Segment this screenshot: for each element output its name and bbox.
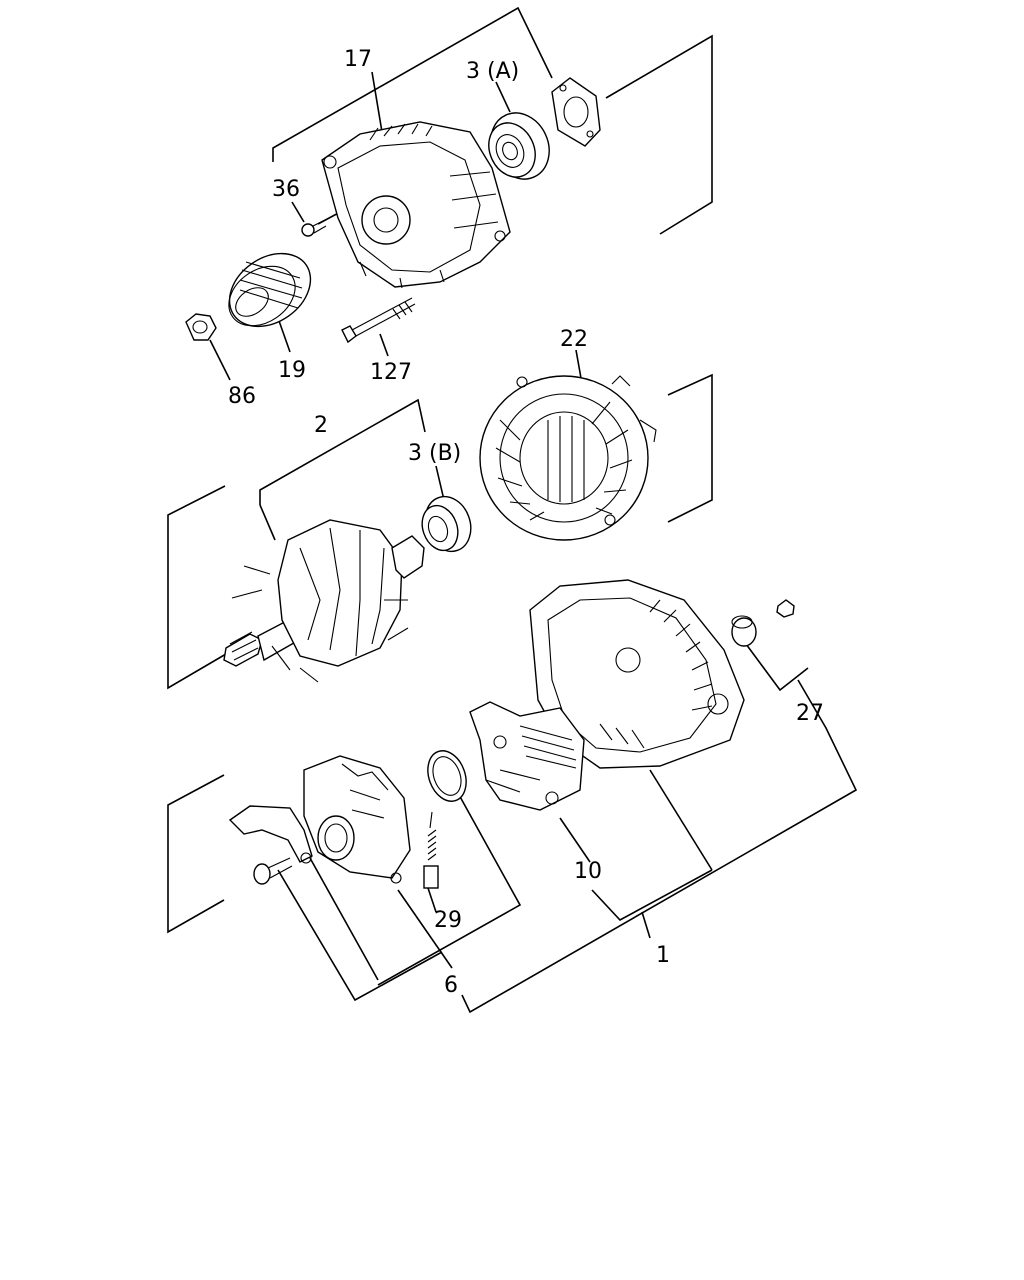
bearing-a <box>488 112 550 180</box>
leader-86 <box>209 339 231 381</box>
regulator-6 <box>303 755 411 884</box>
callout-1: 1 <box>656 943 670 968</box>
callout-27: 27 <box>796 701 824 726</box>
leader-3a <box>495 81 511 113</box>
screw-36 <box>301 219 327 237</box>
drive-end-housing <box>321 121 511 289</box>
mounting-screw <box>253 857 293 885</box>
group-line-10 <box>591 869 713 921</box>
leader-29 <box>427 887 437 913</box>
nut-86 <box>185 313 217 341</box>
retainer-plate <box>551 77 601 147</box>
bracket-left-mid <box>167 485 227 690</box>
callout-86: 86 <box>228 384 256 409</box>
callout-2: 2 <box>314 413 328 438</box>
stator <box>479 375 657 541</box>
leader-3b <box>435 465 445 501</box>
snap-ring <box>427 750 467 802</box>
rear-housing <box>529 579 745 769</box>
terminal-bushing-27 <box>731 599 795 647</box>
callout-19: 19 <box>278 358 306 383</box>
bracket-left-bottom <box>167 774 225 934</box>
leader-127 <box>379 333 389 357</box>
group-bracket-mid <box>259 398 426 505</box>
callout-36: 36 <box>272 177 300 202</box>
leader-lines <box>167 6 858 1014</box>
leader-6b <box>397 889 453 969</box>
callout-22: 22 <box>560 327 588 352</box>
callout-17: 17 <box>344 47 372 72</box>
group-line-29 <box>377 774 522 986</box>
callout-3b: 3 (B) <box>408 441 461 466</box>
leader-6a <box>309 857 379 981</box>
leader-17 <box>371 71 383 133</box>
callout-3a: 3 (A) <box>466 59 519 84</box>
leader-2 <box>259 504 276 541</box>
rotor <box>223 519 425 683</box>
leader-to-frame <box>649 769 713 871</box>
group-bracket-top <box>272 6 553 162</box>
group-line-6 <box>277 869 443 1002</box>
leader-27 <box>745 643 809 692</box>
group-line-27 <box>461 679 858 1014</box>
bracket-right-mid <box>667 373 713 523</box>
leader-10 <box>559 817 591 863</box>
rectifier-10 <box>469 701 585 811</box>
leader-1 <box>641 911 651 939</box>
callout-127: 127 <box>370 360 412 385</box>
callout-10: 10 <box>574 859 602 884</box>
group-bracket-top-right <box>605 34 713 235</box>
brush-29 <box>423 811 439 889</box>
leader-19 <box>277 317 291 353</box>
pulley <box>228 252 312 328</box>
callout-labels: 17 3 (A) 36 19 127 86 22 2 3 (B) 27 10 2… <box>228 47 824 998</box>
leader-36 <box>291 201 305 223</box>
callout-6: 6 <box>444 973 458 998</box>
bracket-clip <box>228 805 313 864</box>
bearing-b <box>421 495 472 553</box>
callout-29: 29 <box>434 908 462 933</box>
through-bolt-127 <box>341 297 416 344</box>
